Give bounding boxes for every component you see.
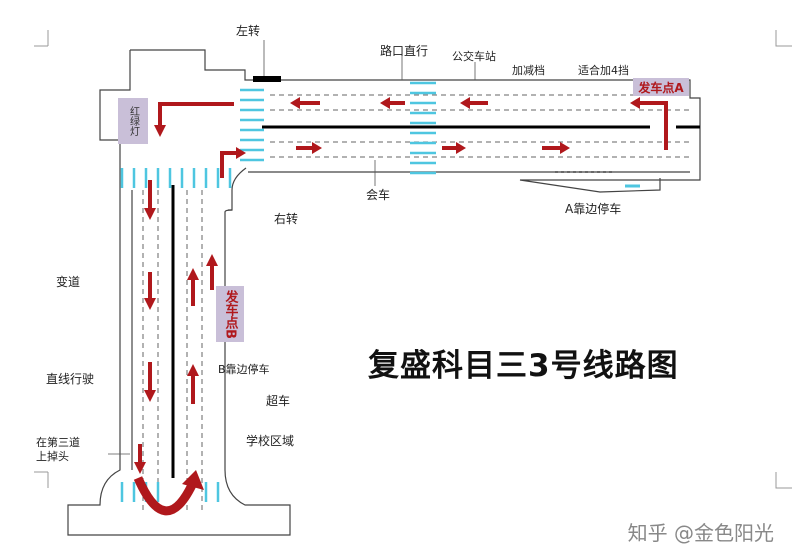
- route-arrow-head: [144, 208, 156, 220]
- label-uturn-line1: 在第三道: [36, 436, 80, 449]
- label-park-b: B靠边停车: [218, 363, 270, 376]
- road-outline: [67, 49, 701, 536]
- label-straight: 直线行驶: [46, 372, 95, 386]
- route-arrow-right-turn: [220, 151, 236, 178]
- crosswalk-top-vertical: [120, 168, 232, 188]
- route-arrow-head: [206, 254, 218, 266]
- route-arrow-start-a: [640, 101, 668, 150]
- route-arrow-head: [134, 462, 146, 474]
- label-right-turn: 右转: [274, 212, 299, 226]
- start-point-a: 发车点A: [633, 78, 689, 96]
- route-arrow-left-turn: [158, 102, 234, 125]
- label-meet: 会车: [366, 188, 391, 202]
- traffic-light-box: 红绿灯: [118, 98, 148, 144]
- label-park-a: A靠边停车: [565, 202, 622, 216]
- traffic-light-label: 红绿灯: [127, 106, 139, 136]
- start-point-b-label: 发车点B: [222, 289, 238, 339]
- route-arrow-head: [290, 97, 300, 109]
- label-uturn-line2: 上掉头: [36, 450, 69, 463]
- uturn-arrow: [133, 476, 197, 516]
- diagram-title: 复盛科目三3号线路图: [368, 348, 679, 384]
- label-gear4: 适合加4挡: [578, 64, 629, 77]
- route-arrow-head: [144, 298, 156, 310]
- route-arrow-head: [187, 268, 199, 280]
- label-lane-change: 变道: [56, 275, 81, 289]
- crosswalk-left: [240, 88, 264, 162]
- leader-lines: [108, 40, 476, 455]
- label-school: 学校区域: [246, 434, 295, 448]
- route-arrows: [133, 97, 668, 516]
- horizontal-lane-lines: [270, 94, 690, 158]
- route-arrow-head: [456, 142, 466, 154]
- label-left-turn: 左转: [236, 24, 261, 38]
- route-arrow-head: [560, 142, 570, 154]
- watermark: 知乎 @金色阳光: [627, 521, 774, 545]
- stop-line-block: [253, 76, 281, 82]
- route-arrow-head: [630, 97, 640, 109]
- route-arrow-head: [312, 142, 322, 154]
- route-arrow-head: [154, 125, 166, 137]
- route-arrow-head: [144, 390, 156, 402]
- crosswalk-middle: [410, 81, 436, 175]
- start-point-a-label: 发车点A: [638, 80, 684, 95]
- route-arrow-head: [460, 97, 470, 109]
- label-overtake: 超车: [266, 394, 291, 408]
- label-add-gear: 加减档: [512, 64, 545, 77]
- page-corner-marks: [34, 30, 792, 489]
- label-straight-intersection: 路口直行: [380, 44, 429, 58]
- start-point-b: 发车点B: [216, 286, 244, 342]
- label-bus-stop: 公交车站: [452, 50, 496, 63]
- route-arrow-head: [380, 97, 390, 109]
- uturn-arrow-head: [182, 470, 204, 490]
- route-arrow-head: [236, 147, 246, 159]
- route-arrow-head: [187, 364, 199, 376]
